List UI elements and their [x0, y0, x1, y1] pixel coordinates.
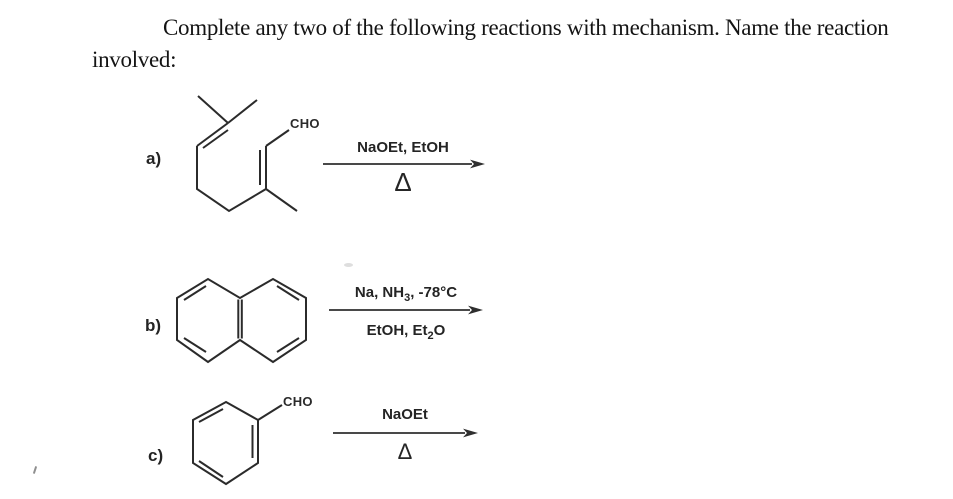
- citral-structure-drawing: [196, 95, 298, 213]
- reaction-label-a: a): [146, 149, 162, 168]
- question-text-line-2: involved:: [92, 47, 177, 72]
- cho-label-c: CHO: [283, 394, 313, 409]
- heat-delta-symbol-a: Δ: [394, 167, 412, 197]
- reaction-arrow-a: [323, 159, 485, 169]
- heat-delta-symbol-c: Δ: [397, 439, 413, 464]
- reagent-b-above-subscript: 3: [404, 292, 411, 304]
- reagent-b-below-text-tail: O: [433, 322, 446, 339]
- reaction-arrow-b: [329, 305, 483, 315]
- benzaldehyde-structure-drawing: [192, 400, 283, 486]
- reagent-above-arrow-b: Na, NH3, -78°C: [328, 284, 484, 304]
- question-text-line-1: Complete any two of the following reacti…: [163, 15, 889, 40]
- reagent-b-below-text: EtOH, Et: [366, 322, 428, 339]
- reaction-label-c: c): [148, 446, 164, 465]
- naphthalene-structure-drawing: [176, 277, 307, 364]
- reagent-above-arrow-c: NaOEt: [382, 406, 428, 423]
- reagent-below-arrow-b: EtOH, Et2O: [328, 322, 484, 342]
- reagent-b-above-text: Na, NH: [354, 284, 405, 301]
- reagent-above-arrow-a: NaOEt, EtOH: [357, 139, 449, 156]
- reagent-b-below-subscript: 2: [427, 330, 434, 342]
- cho-label-a: CHO: [290, 116, 320, 131]
- reaction-arrow-c: [333, 428, 478, 438]
- reaction-label-b: b): [145, 316, 162, 335]
- scan-smudge-artifact: [344, 263, 353, 267]
- reagent-b-above-text-tail: , -78°C: [410, 284, 458, 301]
- scan-tick-artifact: [32, 465, 38, 475]
